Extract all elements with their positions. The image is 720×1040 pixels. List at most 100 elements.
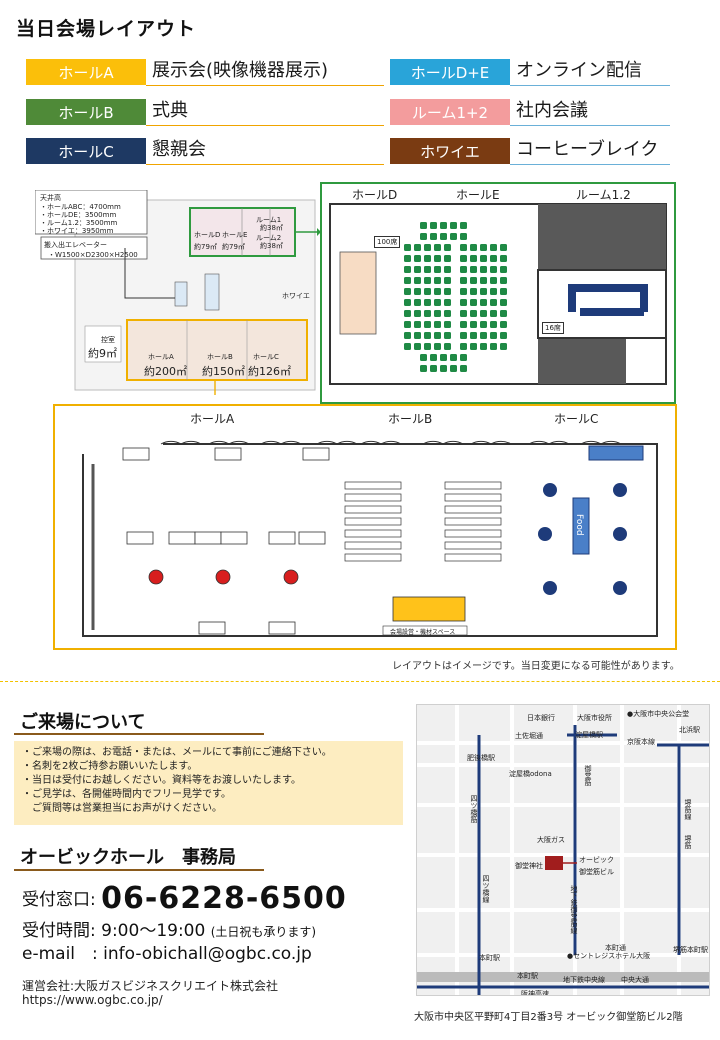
- round-table: [538, 527, 552, 541]
- map-label-midosuji-jinja: 御堂神社: [515, 862, 543, 870]
- table: [268, 531, 296, 545]
- map-label-honmachi-st2: 本町駅: [479, 954, 500, 962]
- visit-notes: ・ご来場の際は、お電話・または、メールにて事前にご連絡下さい。 ・名刺を2枚ご持…: [14, 741, 403, 825]
- seat-row: [444, 529, 502, 538]
- seat: [460, 244, 467, 251]
- seat: [420, 233, 427, 240]
- seat: [404, 255, 411, 262]
- map-label-osaka-gas: 大阪ガス: [537, 836, 565, 844]
- legend-item: ホワイエコーヒーブレイク: [390, 137, 670, 165]
- hours-label: 受付時間:: [22, 921, 96, 941]
- elevator-size: ・W1500×D2300×H2500: [48, 251, 138, 259]
- seat: [460, 310, 467, 317]
- hours-value: 9:00〜19:00: [101, 921, 206, 941]
- legend-tag: ホールB: [26, 99, 146, 125]
- seat: [424, 332, 431, 339]
- overview-hall-c: ホールC: [253, 353, 279, 361]
- visit-heading: ご来場について: [20, 712, 146, 733]
- door-arc: [422, 440, 464, 445]
- seat: [480, 299, 487, 306]
- seat: [420, 222, 427, 229]
- seat: [430, 365, 437, 372]
- seat: [434, 299, 441, 306]
- seat: [470, 244, 477, 251]
- table: [302, 447, 330, 461]
- seat: [434, 321, 441, 328]
- seat: [490, 255, 497, 262]
- seat: [424, 277, 431, 284]
- map-label-honmachi-st: 本町駅: [517, 972, 538, 980]
- seat: [470, 255, 477, 262]
- seat: [440, 233, 447, 240]
- round-table: [543, 483, 557, 497]
- ceiling-title: 天井高: [40, 194, 61, 202]
- room12-label: ルーム1.2: [576, 188, 631, 202]
- map-label-honmachi-dori: 本町通: [605, 944, 626, 952]
- seat: [460, 299, 467, 306]
- hall-d-label: ホールD: [352, 188, 398, 202]
- table: [126, 531, 154, 545]
- seat: [460, 365, 467, 372]
- seat-count-100: 100席: [374, 236, 401, 248]
- legend-text: オンライン配信: [510, 58, 670, 86]
- seat: [414, 343, 421, 350]
- overview-hall-b: ホールB: [207, 353, 233, 361]
- overview-waiting-area: 約9㎡: [88, 347, 117, 360]
- seat: [444, 255, 451, 262]
- door-arc: [360, 440, 402, 445]
- legend-text: 社内会議: [510, 98, 670, 126]
- overview-hall-a-area: 約200㎡: [144, 365, 187, 378]
- seat: [414, 277, 421, 284]
- seat: [480, 277, 487, 284]
- legend-tag: ホールD+E: [390, 59, 510, 85]
- seat: [444, 244, 451, 251]
- seat: [434, 332, 441, 339]
- visit-note: ・ご来場の際は、お電話・または、メールにて事前にご連絡下さい。: [22, 747, 332, 758]
- seat: [404, 343, 411, 350]
- round-table: [613, 483, 627, 497]
- seat: [500, 332, 507, 339]
- seat-row: [344, 493, 402, 502]
- seat: [500, 266, 507, 273]
- map-label-yotsubashi-suji: 四ツ橋筋: [470, 795, 478, 823]
- seat-row: [344, 553, 402, 562]
- seat: [460, 321, 467, 328]
- phone-label: 受付窓口:: [22, 890, 96, 910]
- map-label-yotsubashi: 四ツ橋線: [482, 875, 490, 903]
- seat-row: [344, 541, 402, 550]
- seat: [440, 222, 447, 229]
- seat: [480, 310, 487, 317]
- hall-de-room-plan: [320, 182, 676, 404]
- seat: [444, 321, 451, 328]
- map-label-osaka-shiyakusho: 大阪市役所: [577, 714, 612, 722]
- seat: [490, 299, 497, 306]
- overview-hall-d: ホールD: [194, 231, 221, 239]
- table: [214, 447, 242, 461]
- phone-number[interactable]: 06-6228-6500: [101, 881, 347, 916]
- seat: [470, 310, 477, 317]
- legend-text: コーヒーブレイク: [510, 137, 670, 165]
- seat: [490, 321, 497, 328]
- company-url[interactable]: https://www.ogbc.co.jp/: [22, 993, 163, 1007]
- map-label-sakaisuji-lbl: 堺筋: [684, 835, 692, 849]
- seat: [444, 343, 451, 350]
- hours-row: 受付時間: 9:00〜19:00 (土日祝も承ります): [22, 916, 316, 941]
- map-label-obic-name1: オービック: [579, 856, 614, 864]
- seat: [470, 299, 477, 306]
- seat: [450, 365, 457, 372]
- seat: [460, 233, 467, 240]
- seat: [414, 321, 421, 328]
- seat: [414, 310, 421, 317]
- email-address[interactable]: info-obichall@ogbc.co.jp: [103, 944, 312, 964]
- seat: [480, 244, 487, 251]
- seat: [404, 288, 411, 295]
- seat: [490, 310, 497, 317]
- seat: [444, 277, 451, 284]
- table: [122, 447, 150, 461]
- overview-hall-d-area: 約79㎡: [194, 243, 217, 251]
- seat-count-16: 16席: [542, 322, 564, 334]
